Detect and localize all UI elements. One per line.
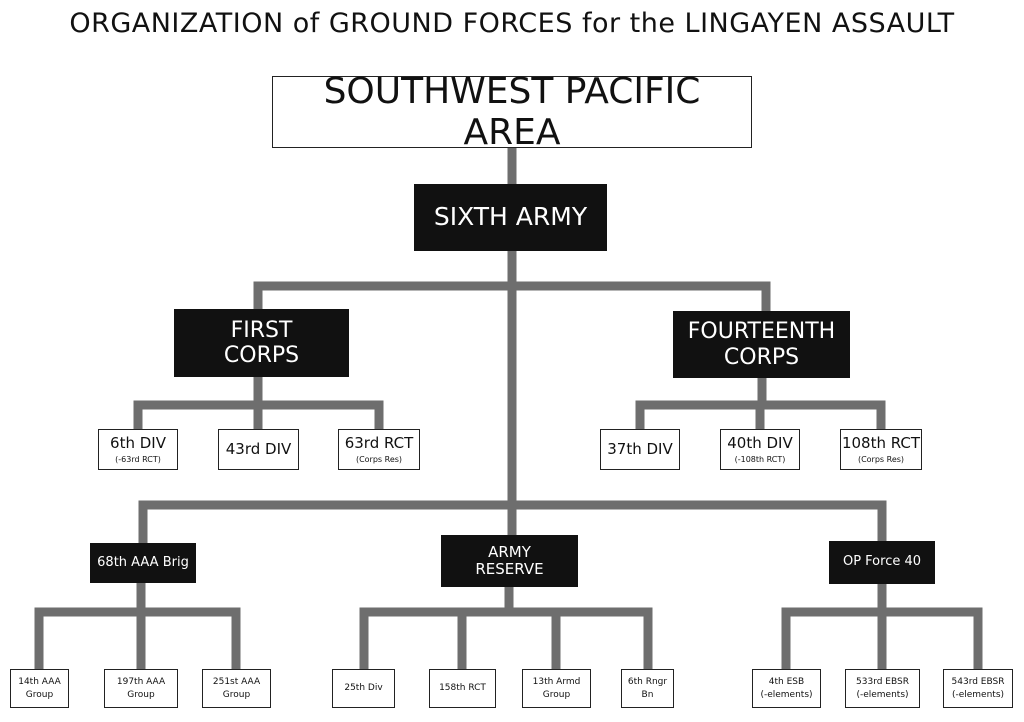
fourteenth-corps-unit-2-name: 40th DIV bbox=[727, 434, 793, 453]
aaa-unit-3-line1: 251st AAA bbox=[212, 676, 261, 687]
op-force-unit-2-line2: (-elements) bbox=[856, 690, 909, 700]
op-force-unit-3-line2: (-elements) bbox=[951, 690, 1005, 700]
first-corps-unit-3-name: 63rd RCT bbox=[344, 434, 414, 453]
first-corps-box: FIRST CORPS bbox=[174, 309, 349, 377]
aaa-unit-2: 197th AAA Group bbox=[104, 669, 178, 708]
first-corps-unit-1-name: 6th DIV bbox=[110, 434, 166, 453]
aaa-brigade-label: 68th AAA Brig bbox=[97, 554, 189, 570]
reserve-unit-4-line1: 6th Rngr bbox=[627, 676, 668, 687]
aaa-brigade-box: 68th AAA Brig bbox=[90, 543, 196, 583]
fourteenth-corps-unit-2: 40th DIV (-108th RCT) bbox=[720, 429, 800, 470]
first-corps-unit-2: 43rd DIV bbox=[218, 429, 299, 470]
op-force-box: OP Force 40 bbox=[829, 541, 935, 584]
army-reserve-box: ARMY RESERVE bbox=[441, 535, 578, 587]
fourteenth-corps-unit-3-note: (Corps Res) bbox=[857, 454, 905, 464]
fourteenth-corps-line1: FOURTEENTH bbox=[687, 319, 836, 345]
aaa-unit-3: 251st AAA Group bbox=[202, 669, 271, 708]
southwest-pacific-area-label: SOUTHWEST PACIFIC AREA bbox=[323, 70, 701, 153]
aaa-unit-2-line2: Group bbox=[127, 690, 155, 700]
fourteenth-corps-unit-1-name: 37th DIV bbox=[607, 439, 673, 458]
fourteenth-corps-unit-3-name: 108th RCT bbox=[841, 434, 921, 453]
fourteenth-corps-line2: CORPS bbox=[723, 344, 800, 370]
fourteenth-corps-unit-3: 108th RCT (Corps Res) bbox=[840, 429, 922, 470]
first-corps-unit-1-note: (-63rd RCT) bbox=[115, 454, 161, 464]
reserve-unit-4: 6th Rngr Bn bbox=[621, 669, 674, 708]
sixth-army-label: SIXTH ARMY bbox=[433, 202, 588, 232]
reserve-unit-2: 158th RCT bbox=[429, 669, 496, 708]
chart-title: ORGANIZATION of GROUND FORCES for the LI… bbox=[69, 8, 955, 39]
aaa-unit-3-line2: Group bbox=[222, 690, 251, 700]
first-corps-unit-3: 63rd RCT (Corps Res) bbox=[338, 429, 420, 470]
op-force-unit-3-line1: 543rd EBSR bbox=[951, 676, 1005, 687]
army-reserve-line2: RESERVE bbox=[475, 560, 544, 578]
op-force-unit-2-line1: 533rd EBSR bbox=[856, 676, 909, 687]
aaa-unit-1-line1: 14th AAA bbox=[18, 676, 61, 687]
aaa-unit-1: 14th AAA Group bbox=[10, 669, 69, 708]
reserve-unit-1-line1: 25th Div bbox=[344, 683, 383, 694]
first-corps-line1: FIRST bbox=[230, 317, 293, 343]
first-corps-unit-2-name: 43rd DIV bbox=[225, 439, 292, 458]
sixth-army-box: SIXTH ARMY bbox=[414, 184, 607, 251]
fourteenth-corps-unit-1: 37th DIV bbox=[600, 429, 680, 470]
op-force-label: OP Force 40 bbox=[842, 554, 922, 570]
op-force-unit-2: 533rd EBSR (-elements) bbox=[845, 669, 920, 708]
reserve-unit-2-line1: 158th RCT bbox=[439, 683, 486, 694]
fourteenth-corps-unit-2-note: (-108th RCT) bbox=[734, 454, 786, 464]
first-corps-unit-3-note: (Corps Res) bbox=[355, 454, 403, 464]
fourteenth-corps-box: FOURTEENTH CORPS bbox=[673, 311, 850, 378]
op-force-unit-3: 543rd EBSR (-elements) bbox=[943, 669, 1013, 708]
reserve-unit-3: 13th Armd Group bbox=[522, 669, 591, 708]
op-force-unit-1-line1: 4th ESB bbox=[768, 676, 805, 687]
op-force-unit-1-line2: (-elements) bbox=[760, 690, 813, 700]
aaa-unit-1-line2: Group bbox=[25, 690, 54, 700]
reserve-unit-3-line1: 13th Armd bbox=[532, 676, 581, 687]
reserve-unit-4-line2: Bn bbox=[641, 690, 654, 700]
aaa-unit-2-line1: 197th AAA bbox=[116, 676, 166, 687]
first-corps-unit-1: 6th DIV (-63rd RCT) bbox=[98, 429, 178, 470]
reserve-unit-3-line2: Group bbox=[542, 690, 571, 700]
army-reserve-line1: ARMY bbox=[488, 542, 531, 561]
op-force-unit-1: 4th ESB (-elements) bbox=[752, 669, 821, 708]
first-corps-line2: CORPS bbox=[223, 343, 300, 368]
reserve-unit-1: 25th Div bbox=[332, 669, 395, 708]
southwest-pacific-area-box: SOUTHWEST PACIFIC AREA bbox=[272, 71, 752, 153]
